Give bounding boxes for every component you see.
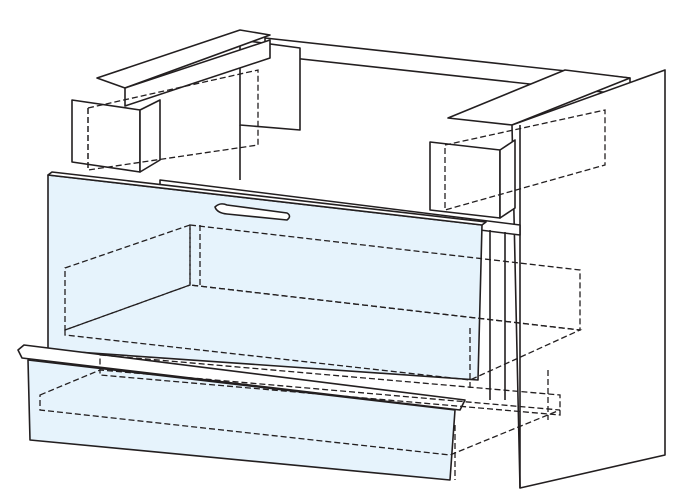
cabinet-carcass [96,29,666,489]
upper-left-box [71,69,259,173]
drawer-handle [214,203,291,221]
upper-right-box [429,109,606,219]
top-drawer [47,171,583,390]
bottom-drawer [17,344,561,481]
right-side-panel [511,69,666,489]
